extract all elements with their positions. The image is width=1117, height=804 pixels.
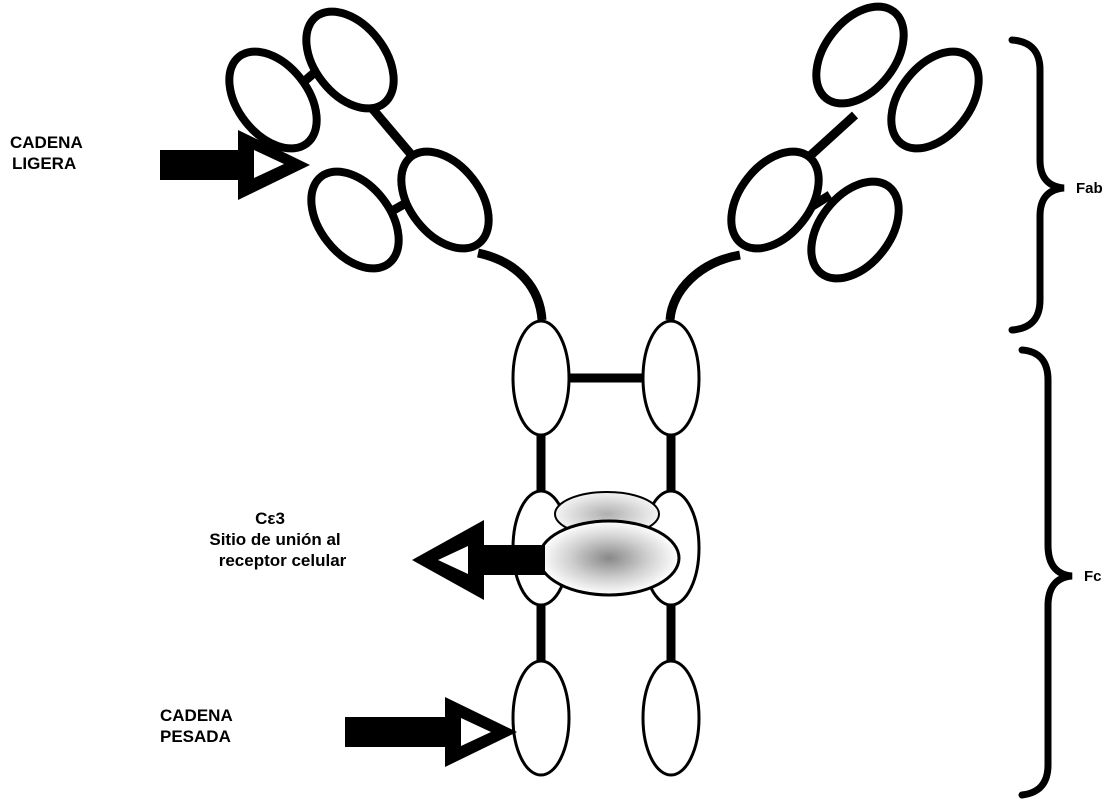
heavy-chain-label: CADENA PESADA (160, 705, 233, 747)
right-hinge-line (670, 255, 740, 320)
ce3-label: Cε3 Sitio de unión al receptor celular (160, 508, 360, 571)
right-ce2-domain (643, 321, 699, 435)
fab-brace (1012, 40, 1064, 330)
ce3-label-title: Cε3 (160, 508, 360, 529)
left-ce2-domain (513, 321, 569, 435)
left-ce4-domain (513, 661, 569, 775)
light-chain-label-line-2: LIGERA (10, 153, 83, 174)
ce3-label-line-1: Sitio de unión al (160, 529, 360, 550)
fab-label: Fab (1076, 178, 1103, 199)
right-fab-domains (714, 0, 997, 295)
binding-site (539, 521, 679, 595)
light-chain-label-line-1: CADENA (10, 132, 83, 153)
heavy-chain-label-line-1: CADENA (160, 705, 233, 726)
light-chain-label: CADENA LIGERA (10, 132, 83, 174)
right-ce4-domain (643, 661, 699, 775)
heavy-chain-arrow (345, 697, 517, 767)
heavy-chain-label-line-2: PESADA (160, 726, 233, 747)
fc-label: Fc (1084, 566, 1102, 587)
left-hinge-line (478, 253, 542, 320)
ce3-label-line-2: receptor celular (160, 550, 360, 571)
fc-brace (1022, 350, 1072, 795)
